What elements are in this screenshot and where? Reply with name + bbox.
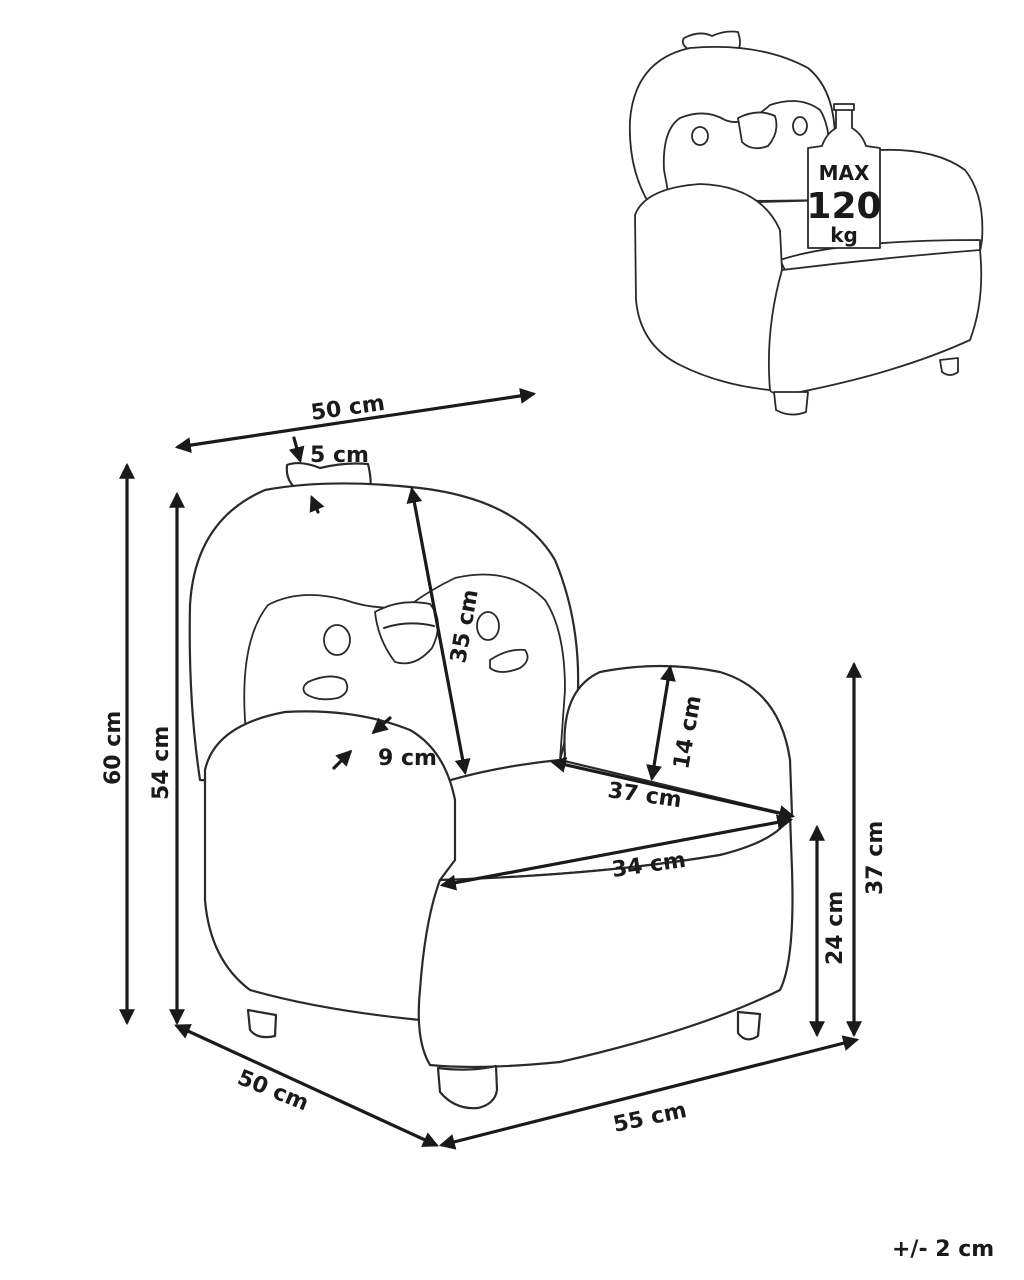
load-badge-line2: 120 xyxy=(806,186,881,227)
label-total-height: 60 cm xyxy=(101,711,126,785)
dim-base-width-line xyxy=(438,1035,860,1150)
small-front-base xyxy=(767,249,983,395)
right-eye xyxy=(476,611,500,641)
load-badge-line3: kg xyxy=(830,223,858,247)
dim-armrest-width-arrow-a xyxy=(371,716,392,735)
dim-ear-top-arrow xyxy=(288,436,305,464)
small-chair-drawing: MAX 120 kg xyxy=(628,30,984,416)
main-chair-drawing xyxy=(188,461,794,1110)
small-front-leg xyxy=(773,391,809,416)
label-base-depth: 50 cm xyxy=(234,1065,312,1116)
dim-armrest-width-arrow-b xyxy=(332,749,353,770)
load-badge-bottle xyxy=(807,107,881,249)
max-load-badge: MAX 120 kg xyxy=(806,103,882,249)
label-seat-height: 24 cm xyxy=(823,891,848,965)
right-cheek xyxy=(489,648,529,673)
label-base-width: 55 cm xyxy=(611,1098,689,1138)
label-arm-height: 37 cm xyxy=(863,821,888,895)
front-left-leg xyxy=(436,1064,499,1110)
left-armrest xyxy=(203,710,457,1022)
back-right-leg xyxy=(736,1010,762,1041)
left-eye xyxy=(323,624,351,656)
load-badge-cap xyxy=(833,103,855,111)
dim-seat-depth-line xyxy=(549,757,796,821)
small-left-eye xyxy=(691,126,709,146)
dim-base-depth-line xyxy=(174,1024,439,1147)
small-back-leg xyxy=(939,357,959,376)
small-beak xyxy=(737,111,778,150)
dim-seat-width-line xyxy=(439,814,794,891)
dim-backrest-height-line xyxy=(406,486,471,776)
label-ear-height: 5 cm xyxy=(310,443,369,468)
small-right-eye xyxy=(792,116,808,136)
left-cheek xyxy=(302,675,349,701)
dim-top-width-line xyxy=(174,387,537,454)
small-left-armrest xyxy=(634,183,783,391)
tolerance-note: +/- 2 cm xyxy=(892,1237,994,1262)
load-badge-line1: MAX xyxy=(819,161,870,185)
dim-ear-bottom-arrow xyxy=(309,495,325,514)
dimension-lines xyxy=(119,387,862,1150)
label-back-height: 54 cm xyxy=(149,726,174,800)
label-top-width: 50 cm xyxy=(309,391,386,426)
back-left-leg xyxy=(246,1008,278,1039)
label-armrest-width: 9 cm xyxy=(378,746,437,771)
